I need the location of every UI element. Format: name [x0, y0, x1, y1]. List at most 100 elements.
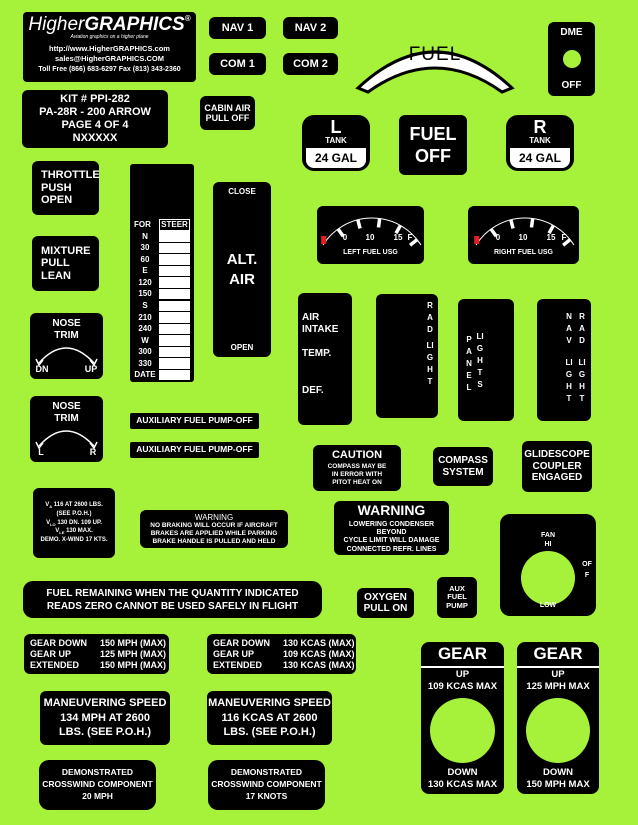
rad-light-col-bottom: LIGHT — [578, 358, 586, 403]
nose-trim1-arc-icon — [35, 347, 98, 367]
contact-url: http://www.HigherGRAPHICS.com — [49, 43, 170, 53]
warning-cond-line2: CYCLE LIMIT WILL DAMAGE — [343, 537, 440, 545]
nose-trim2-line2: TRIM — [54, 413, 79, 424]
aux-fuel-pump-placard: AUX FUEL PUMP — [437, 577, 477, 618]
gear2-lever-hole — [526, 698, 590, 763]
gear2-down-speed: 150 MPH MAX — [526, 779, 590, 790]
gauge-tick-mark — [509, 219, 515, 229]
brand-tagline: Aviation graphics on a higher plane — [70, 33, 149, 40]
nav-light-col-top: NAV — [566, 312, 572, 345]
gear-mph-r2b: 125 MPH (MAX) — [100, 649, 167, 659]
crosswind2-line3: 17 KNOTS — [245, 790, 288, 801]
gear1-down: DOWN — [447, 767, 478, 778]
right-gauge-tick-0: 0 — [495, 233, 501, 242]
maneuver1-line2: 134 MPH AT 2600 — [60, 711, 150, 724]
left-gauge-tick-0: 0 — [342, 233, 348, 242]
compass-card-steer-cell — [159, 277, 190, 288]
compass-card-head-steer: STEER — [159, 219, 190, 231]
gauge-tick-mark — [489, 227, 498, 238]
glidescope-line1: GLIDESCOPE — [524, 449, 590, 461]
fuel-off-line1: FUEL — [409, 123, 457, 144]
rad-light-col2: LIGHT — [426, 341, 434, 386]
vlo-line: VLO 130 DN. 109 UP. — [46, 519, 102, 528]
fan-low-label: LOW — [539, 602, 557, 609]
air-intake-line4: DEF. — [302, 385, 324, 396]
brand-reg: ® — [184, 14, 191, 23]
vle-text: 130 MAX. — [66, 528, 93, 535]
left-gauge-tick-15: 15 — [393, 233, 403, 242]
air-intake-line1: AIR — [302, 312, 320, 323]
aux-fuel-line3: PUMP — [446, 600, 468, 610]
com2-placard: COM 2 — [283, 53, 338, 75]
throttle-placard: THROTTLE PUSH OPEN — [32, 161, 100, 215]
nav-rad-light-placard: NAV LIGHT RAD LIGHT — [537, 299, 591, 421]
nose-trim2-left: L — [38, 447, 44, 457]
kit-info-placard: KIT # PPI-282 PA-28R - 200 ARROW PAGE 4 … — [22, 90, 168, 148]
compass-card-steer-cell — [159, 231, 190, 242]
va-poh: (SEE P.O.H.) — [56, 511, 92, 518]
maneuver2-line2: 116 KCAS AT 2600 — [221, 711, 318, 724]
alt-air-placard: CLOSE ALT. AIR OPEN — [213, 182, 271, 357]
compass-card-row-label: 210 — [138, 312, 152, 322]
right-gauge-tick-f: F — [561, 233, 567, 242]
aux-pump1-label: AUXILIARY FUEL PUMP-OFF — [136, 415, 253, 426]
gauge-tick-mark — [356, 219, 362, 229]
vlo-subscript: LO — [50, 521, 56, 527]
compass-card-row-label: 300 — [138, 347, 152, 357]
compass-card-steer-cell — [159, 242, 190, 254]
panel-lights-col2: LIGHTS — [476, 332, 484, 389]
glidescope-line2: COUPLER — [532, 460, 582, 472]
gauge-tick-mark — [547, 224, 555, 235]
right-tank-word: TANK — [529, 136, 551, 145]
va-line: VA 116 AT 2600 LBS. — [45, 501, 103, 510]
left-tank-capacity: 24 GAL — [306, 148, 366, 168]
maneuver2-line3: LBS. (SEE P.O.H.) — [223, 726, 316, 739]
rad-light-col1: RAD — [427, 301, 433, 334]
gauge-tick-mark — [394, 224, 402, 235]
throttle-line3: OPEN — [41, 194, 73, 207]
gear2-title: GEAR — [533, 644, 583, 663]
compass-card-head-for: FOR — [134, 220, 151, 229]
caution-line1: COMPASS MAY BE — [327, 463, 387, 471]
nose-trim1-right: UP — [84, 364, 98, 374]
fuel-off-line2: OFF — [415, 146, 451, 166]
logo-placard: HigherGRAPHICS® Aviation graphics on a h… — [23, 12, 196, 82]
gear-mph-r1b: 150 MPH (MAX) — [100, 638, 167, 648]
cabin-air-placard: CABIN AIR PULL OFF — [200, 96, 255, 130]
warning-cond-line1: LOWERING CONDENSER BEYOND — [348, 520, 435, 536]
throttle-line2: PUSH — [41, 181, 72, 194]
vle-subscript: LE — [59, 530, 65, 536]
maneuver1-line3: LBS. (SEE P.O.H.) — [58, 726, 152, 739]
nose-trim1-left: DN — [35, 364, 49, 374]
warning-brake-line2: BRAKES ARE APPLIED WHILE PARKING — [150, 529, 278, 537]
kit-page: PAGE 4 OF 4 — [61, 119, 129, 131]
contact-email: sales@HigherGRAPHICS.COM — [54, 54, 164, 64]
gauge-empty-mark — [474, 235, 480, 244]
alt-air-line2: AIR — [229, 270, 255, 288]
warning-brake-line3: BRAKE HANDLE IS PULLED AND HELD — [152, 537, 276, 545]
crosswind-knots-placard: DEMONSTRATED CROSSWIND COMPONENT 17 KNOT… — [208, 760, 325, 810]
gear-kcas-r3b: 130 KCAS (MAX) — [283, 660, 355, 670]
demo-xwind: DEMO. X-WIND 17 KTS. — [40, 537, 108, 544]
kit-number: KIT # PPI-282 — [60, 92, 130, 105]
gear-speeds-kcas-placard: GEAR DOWN 130 KCAS (MAX) GEAR UP 109 KCA… — [207, 634, 356, 674]
oxygen-line1: OXYGEN — [364, 591, 407, 603]
compass-card-row-label: 120 — [138, 277, 152, 287]
maneuver2-line1: MANEUVERING SPEED — [208, 696, 331, 709]
alt-air-title: ALT. AIR — [227, 250, 258, 289]
alt-air-line1: ALT. — [226, 251, 258, 268]
cabin-air-line2: PULL OFF — [205, 113, 250, 123]
gear2-down: DOWN — [542, 767, 574, 778]
compass-card-steer-cell — [159, 265, 190, 277]
right-tank-letter: R — [533, 117, 547, 137]
right-gauge-arc — [474, 217, 575, 247]
warning-cond-title: WARNING — [357, 501, 426, 518]
caution-compass-placard: CAUTION COMPASS MAY BE IN ERROR WITH PIT… — [313, 445, 401, 491]
nose-trim2-arc-icon — [35, 430, 98, 450]
brand-higher: Higher — [28, 14, 85, 35]
aux-fuel-line2: FUEL — [447, 592, 467, 602]
gauge-tick-mark — [562, 238, 572, 247]
right-gauge-tick-10: 10 — [518, 233, 528, 242]
aux-pump2-label: AUXILIARY FUEL PUMP-OFF — [136, 444, 253, 455]
gear2-up: UP — [551, 669, 565, 680]
